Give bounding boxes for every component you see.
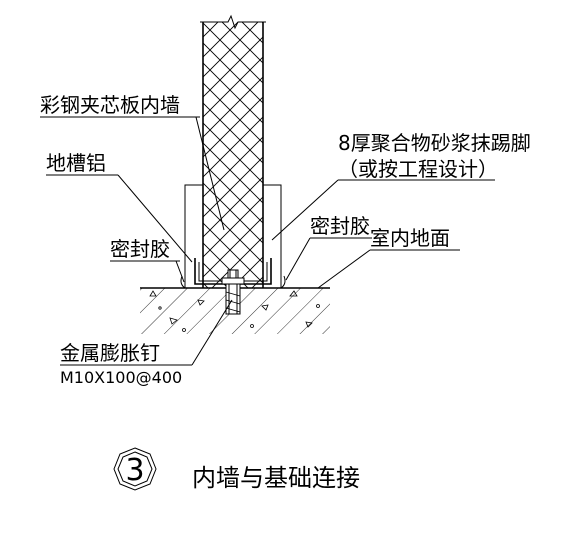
sealant-beads — [180, 275, 286, 289]
label-sealant-right: 密封胶 — [310, 214, 370, 238]
label-panel: 彩钢夹芯板内墙 — [40, 93, 180, 117]
leader-lines — [40, 116, 495, 366]
label-floor: 室内地面 — [370, 226, 450, 250]
mortar-skirting — [184, 184, 282, 289]
label-anchor-line2: M10X100@400 — [60, 368, 182, 387]
label-anchor-line1: 金属膨胀钉 — [60, 341, 160, 365]
sandwich-panel — [200, 14, 266, 288]
label-skirting-line2: （或按工程设计） — [338, 157, 498, 181]
detail-title: 内墙与基础连接 — [192, 464, 360, 492]
expansion-anchor — [221, 269, 245, 315]
label-sealant-left: 密封胶 — [110, 237, 170, 261]
label-skirting-line1: 8厚聚合物砂浆抹踢脚 — [338, 131, 531, 155]
detail-number: 3 — [125, 453, 144, 488]
detail-number-badge: 3 — [113, 447, 157, 491]
label-aluminum-channel: 地槽铝 — [46, 151, 106, 175]
